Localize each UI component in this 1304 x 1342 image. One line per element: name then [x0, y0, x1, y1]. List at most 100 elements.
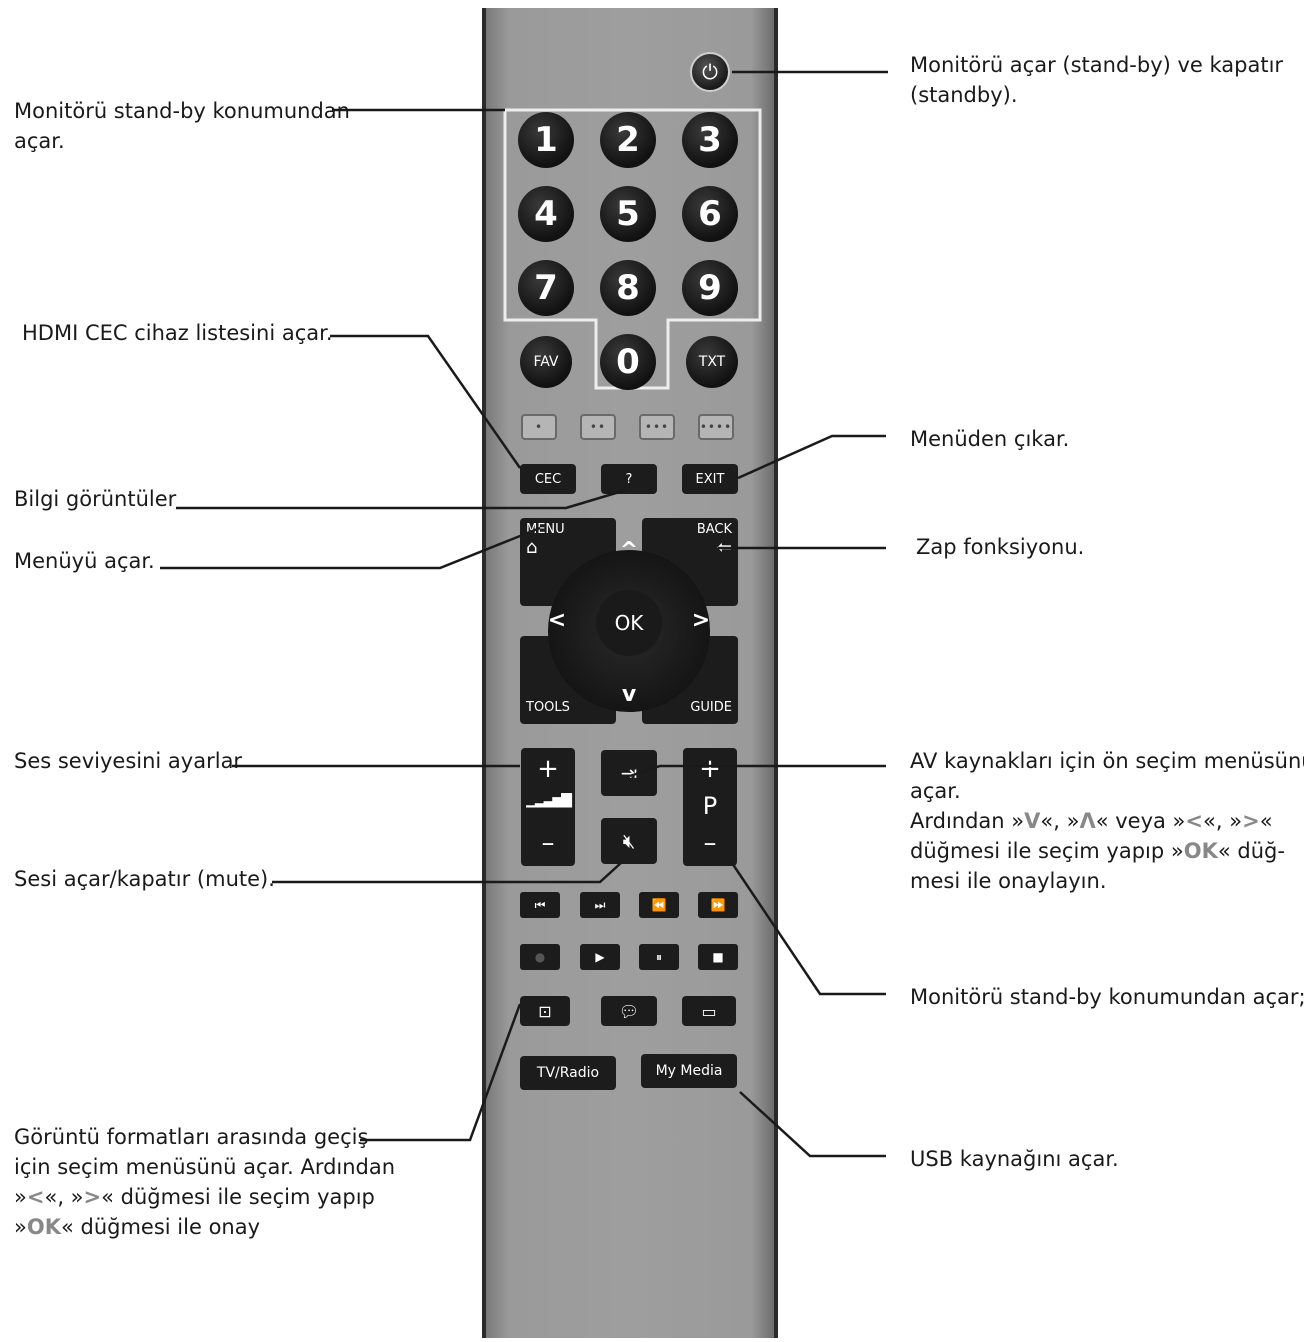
- up-arrow-button[interactable]: ^: [619, 537, 639, 563]
- number-7-button[interactable]: 7: [518, 260, 574, 316]
- leader-menu: [160, 526, 541, 570]
- label-numbers-line1: Monitörü stand-by konumundan: [14, 99, 350, 123]
- ok-button[interactable]: OK: [596, 590, 662, 656]
- green-button[interactable]: ••: [580, 414, 616, 440]
- label-volume: Ses seviyesini ayarlar: [14, 749, 243, 773]
- number-2-button[interactable]: 2: [600, 112, 656, 168]
- source-button[interactable]: ⇥: [601, 750, 657, 796]
- label-exit: Menüden çıkar.: [910, 427, 1070, 451]
- format-ok-symbol: OK: [26, 1215, 61, 1239]
- power-button[interactable]: ⏻: [690, 52, 730, 92]
- format-text-4: »: [14, 1215, 27, 1239]
- right-arrow-button[interactable]: >: [691, 607, 711, 633]
- label-program: Monitörü stand-by konumundan açar;: [910, 985, 1304, 1009]
- aspect-ratio-icon: ⊡: [538, 1001, 552, 1021]
- record-button[interactable]: ●: [520, 944, 560, 970]
- number-6-button[interactable]: 6: [682, 186, 738, 242]
- label-usb: USB kaynağını açar.: [910, 1147, 1119, 1171]
- program-plus: +: [699, 754, 721, 784]
- label-av-line1: AV kaynakları için ön seçim menüsünü: [910, 749, 1304, 773]
- label-av-line5: mesi ile onaylayın.: [910, 869, 1107, 893]
- my-media-button[interactable]: My Media: [641, 1054, 737, 1088]
- play-button[interactable]: ▶: [580, 944, 620, 970]
- volume-plus: +: [537, 754, 559, 784]
- speech-bubble-icon: 💬︎: [618, 1001, 640, 1021]
- label-menu: Menüyü açar.: [14, 549, 155, 573]
- av-text-1: Ardından »: [910, 809, 1025, 833]
- blue-button[interactable]: ••••: [698, 414, 734, 440]
- leader-info: [176, 488, 627, 510]
- label-format-line1: Görüntü formatları arasında geçiş: [14, 1125, 369, 1149]
- program-rocker[interactable]: + P –: [683, 748, 737, 866]
- program-label: P: [702, 792, 718, 820]
- format-text-5: « düğmesi ile onay: [60, 1215, 261, 1239]
- label-cec: HDMI CEC cihaz listesini açar.: [22, 321, 333, 345]
- av-up-symbol: Λ: [1079, 809, 1096, 833]
- back-label: BACK: [696, 522, 732, 537]
- left-arrow-button[interactable]: <: [547, 607, 567, 633]
- info-button[interactable]: ?: [601, 464, 657, 494]
- prev-button[interactable]: ⏮: [520, 892, 560, 918]
- leader-cec: [330, 334, 522, 469]
- audio-language-button[interactable]: 💬︎: [601, 996, 657, 1026]
- leader-mute: [272, 861, 623, 884]
- tv-radio-button[interactable]: TV/Radio: [520, 1056, 616, 1090]
- av-left-symbol: <: [1185, 809, 1204, 833]
- txt-button[interactable]: TXT: [686, 336, 738, 388]
- home-icon: ⌂: [526, 537, 538, 558]
- number-1-button[interactable]: 1: [518, 112, 574, 168]
- pause-button[interactable]: ⏸: [639, 944, 679, 970]
- label-av: AV kaynakları için ön seçim menüsünü aça…: [910, 746, 1304, 896]
- label-mute: Sesi açar/kapatır (mute).: [14, 867, 275, 891]
- number-4-button[interactable]: 4: [518, 186, 574, 242]
- yellow-button[interactable]: •••: [639, 414, 675, 440]
- volume-minus: –: [541, 828, 555, 858]
- red-button[interactable]: •: [521, 414, 557, 440]
- av-text-2: «, »: [1040, 809, 1080, 833]
- format-text-2: «, »: [44, 1185, 84, 1209]
- volume-rocker[interactable]: + ▁▂▃▅▇ –: [521, 748, 575, 866]
- power-icon: ⏻: [702, 60, 718, 84]
- leader-format: [360, 1003, 522, 1142]
- down-arrow-button[interactable]: v: [621, 681, 637, 707]
- number-0-button[interactable]: 0: [600, 334, 656, 390]
- av-text-7: « düğ-: [1217, 839, 1285, 863]
- stop-button[interactable]: ■: [698, 944, 738, 970]
- rewind-button[interactable]: ⏪: [639, 892, 679, 918]
- format-text-3: « düğmesi ile seçim yapıp: [101, 1185, 375, 1209]
- source-icon: ⇥: [620, 761, 638, 785]
- label-format-line3: »<«, »>« düğmesi ile seçim yapıp: [14, 1182, 395, 1212]
- format-left-symbol: <: [26, 1185, 45, 1209]
- number-3-button[interactable]: 3: [682, 112, 738, 168]
- av-text-4: «, »: [1203, 809, 1243, 833]
- leader-usb: [739, 1091, 886, 1158]
- label-numbers: Monitörü stand-by konumundan açar.: [14, 96, 350, 156]
- label-power-line2: (standby).: [910, 83, 1018, 107]
- next-button[interactable]: ⏭: [580, 892, 620, 918]
- leader-program: [728, 859, 886, 996]
- label-numbers-line2: açar.: [14, 129, 65, 153]
- label-power-line1: Monitörü açar (stand-by) ve kapatır: [910, 53, 1284, 77]
- label-back: Zap fonksiyonu.: [916, 535, 1085, 559]
- leader-av: [629, 764, 886, 778]
- subtitle-button[interactable]: ▭: [682, 996, 736, 1026]
- label-format-line2: için seçim menüsünü açar. Ardından: [14, 1155, 396, 1179]
- format-button[interactable]: ⊡: [520, 996, 570, 1026]
- label-power: Monitörü açar (stand-by) ve kapatır (sta…: [910, 50, 1283, 110]
- exit-button[interactable]: EXIT: [682, 464, 738, 494]
- mute-button[interactable]: 🔇︎: [601, 818, 657, 864]
- label-format-line4: »OK« düğmesi ile onay: [14, 1212, 395, 1242]
- number-9-button[interactable]: 9: [682, 260, 738, 316]
- cec-button[interactable]: CEC: [520, 464, 576, 494]
- format-right-symbol: >: [83, 1185, 102, 1209]
- fast-forward-button[interactable]: ⏩: [698, 892, 738, 918]
- fav-button[interactable]: FAV: [520, 336, 572, 388]
- mute-icon: 🔇︎: [622, 829, 636, 853]
- number-8-button[interactable]: 8: [600, 260, 656, 316]
- label-av-line2: açar.: [910, 779, 961, 803]
- number-5-button[interactable]: 5: [600, 186, 656, 242]
- av-down-symbol: V: [1024, 809, 1041, 833]
- tools-label: TOOLS: [526, 700, 570, 715]
